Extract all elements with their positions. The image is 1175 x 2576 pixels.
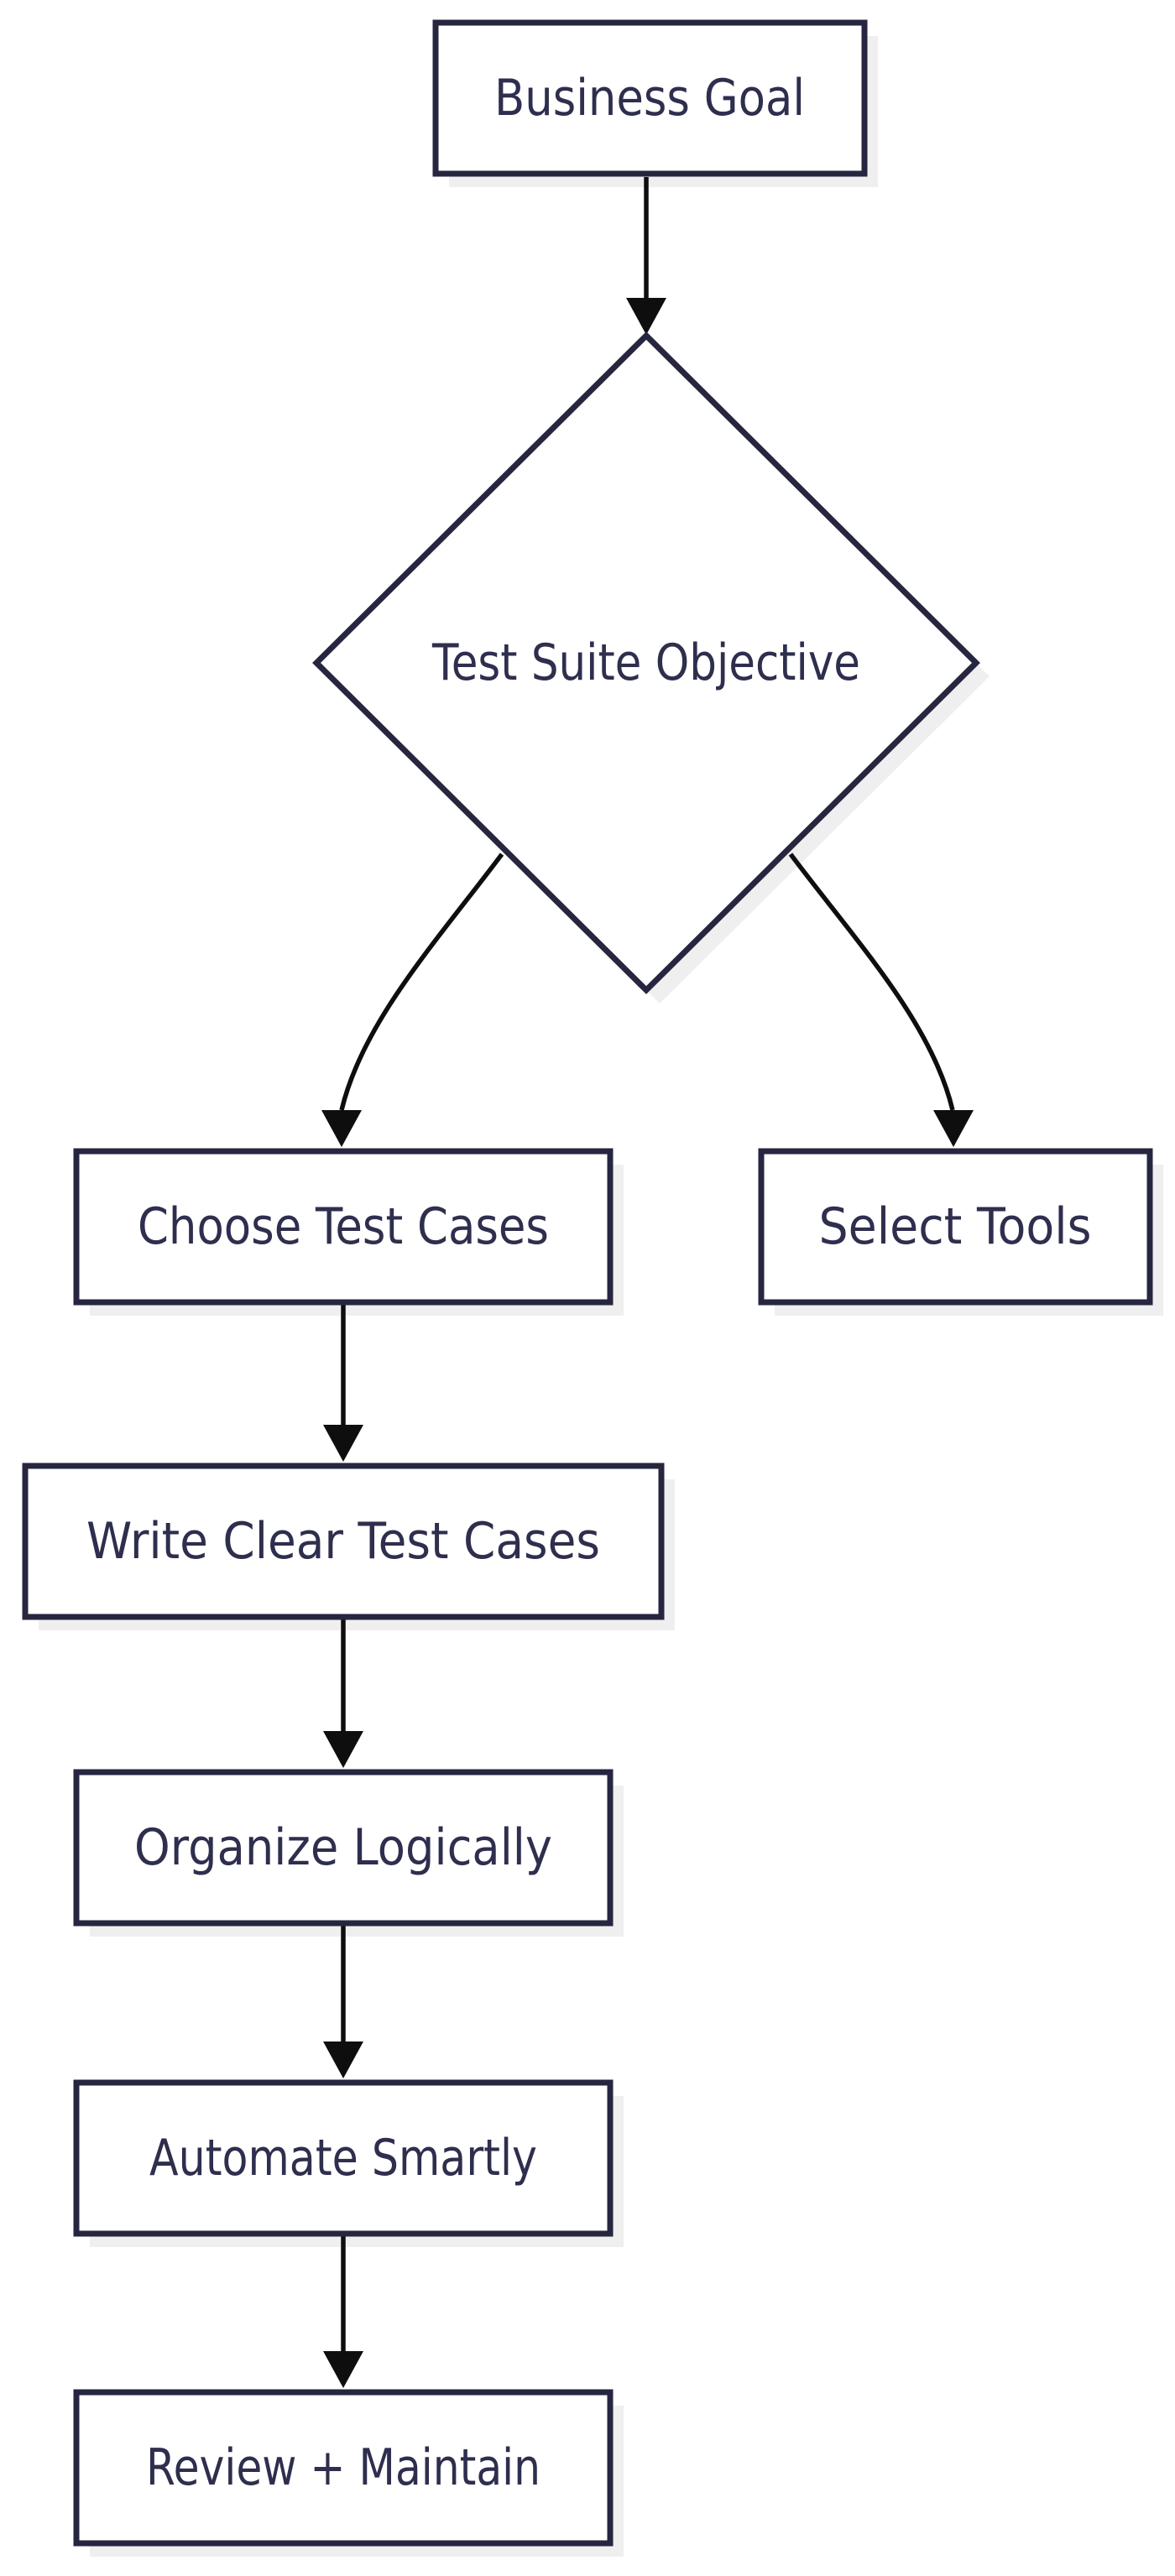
edge-write-clear-to-organize: [323, 1617, 363, 1768]
node-write-clear-test-cases: Write Clear Test Cases: [22, 1463, 665, 1620]
arrowhead-icon: [323, 1425, 363, 1462]
node-test-suite-objective: Test Suite Objective: [312, 331, 980, 994]
node-label: Automate Smartly: [149, 2129, 537, 2188]
node-label: Choose Test Cases: [138, 1197, 549, 1256]
edge-choose-to-write-clear: [323, 1302, 363, 1462]
node-label: Review + Maintain: [146, 2438, 540, 2497]
arrowhead-icon: [323, 1731, 363, 1768]
arrowhead-icon: [933, 1110, 974, 1147]
node-label: Select Tools: [819, 1197, 1092, 1256]
node-choose-test-cases: Choose Test Cases: [73, 1148, 614, 1306]
arrowhead-icon: [323, 2042, 363, 2078]
node-label: Write Clear Test Cases: [86, 1512, 600, 1571]
node-box: [22, 1463, 665, 1620]
edge-business-goal-to-objective: [626, 177, 666, 335]
node-box: [73, 2079, 614, 2237]
edge-automate-to-review: [323, 2234, 363, 2388]
edge-organize-to-automate: [323, 1923, 363, 2078]
node-organize-logically: Organize Logically: [73, 1769, 614, 1927]
arrowhead-icon: [323, 2351, 363, 2388]
node-label: Test Suite Objective: [431, 634, 860, 692]
node-box: [758, 1148, 1153, 1306]
node-automate-smartly: Automate Smartly: [73, 2079, 614, 2237]
node-box: [73, 1769, 614, 1927]
connector-line: [339, 853, 504, 1111]
node-box: [73, 2389, 614, 2547]
arrowhead-icon: [321, 1110, 362, 1147]
connector-line: [788, 853, 955, 1111]
edge-objective-to-choose-test-cases: [321, 853, 504, 1147]
node-label: Organize Logically: [134, 1818, 552, 1877]
arrowhead-icon: [626, 298, 666, 335]
node-review-maintain: Review + Maintain: [73, 2389, 614, 2547]
node-box: [73, 1148, 614, 1306]
edge-objective-to-select-tools: [788, 853, 974, 1147]
node-select-tools: Select Tools: [758, 1148, 1153, 1306]
node-box: [432, 19, 868, 177]
node-label: Business Goal: [494, 69, 805, 128]
node-business-goal: Business Goal: [432, 19, 868, 177]
node-diamond: [312, 331, 980, 994]
